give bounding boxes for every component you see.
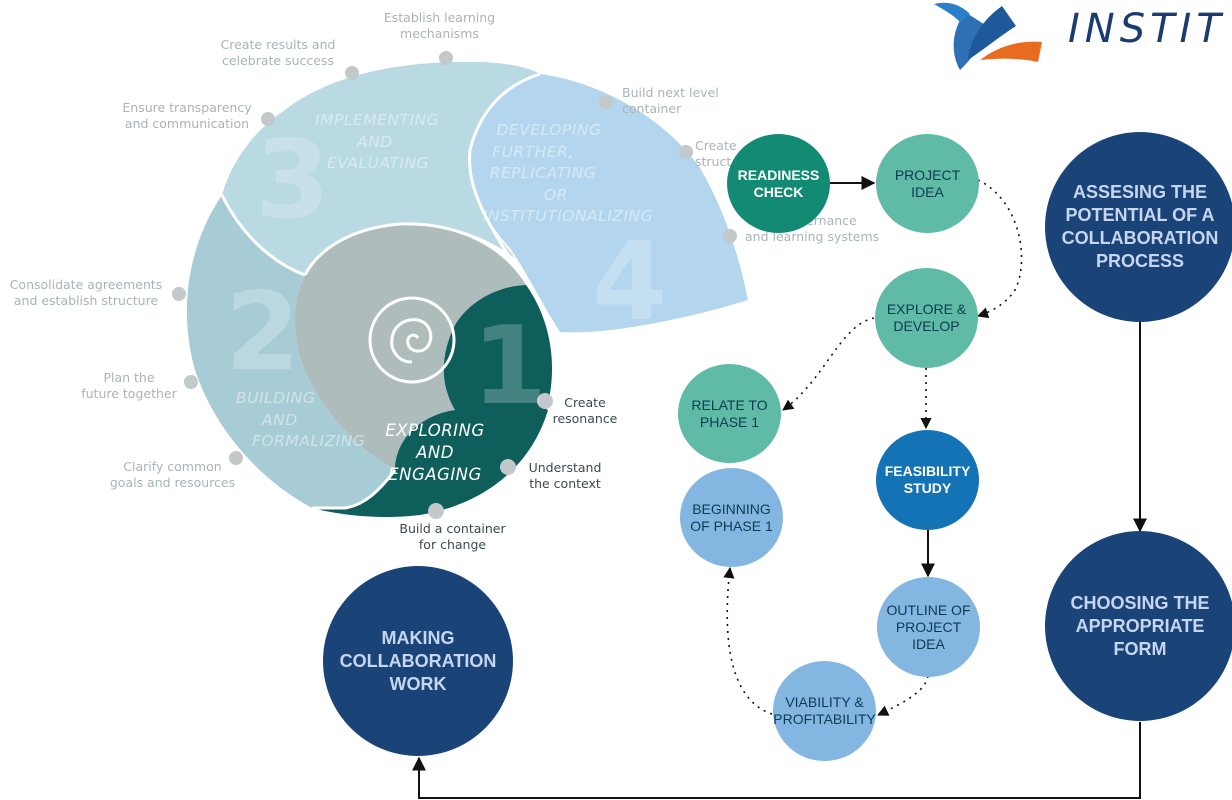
edge-idea-to-explore	[976, 179, 1023, 319]
edge-explore-to-relate	[782, 317, 875, 411]
phase-1-label: EXPLORING AND ENGAGING	[385, 421, 485, 484]
logo-petal-left	[953, 12, 990, 70]
phase-4-region	[469, 74, 748, 333]
annotation-dot-governance	[723, 229, 737, 243]
annotation-dot-build-container	[428, 503, 444, 519]
annotation-dot-establish-learning	[439, 51, 453, 65]
edge-viability-to-beginning	[723, 566, 773, 715]
institute-logo	[934, 2, 1042, 70]
annotation-dot-plan-future	[184, 375, 198, 389]
annotation-dot-create-structure	[679, 145, 693, 159]
phase-4-number: 4	[592, 220, 668, 345]
edge-choosing-to-making	[412, 722, 1141, 799]
annotation-dot-create-resonance	[537, 393, 553, 409]
edge-outline-to-viability	[876, 675, 929, 716]
phase-4-label: DEVELOPING FURTHER, REPLICATING OR INSTI…	[482, 121, 654, 225]
phase-2-label: BUILDING AND FORMALIZING	[236, 389, 366, 450]
logo-petal-mid	[968, 6, 1016, 60]
logo-petal-right	[980, 41, 1042, 62]
logo-petal-top	[934, 2, 970, 23]
annotation-dot-transparency	[261, 112, 275, 126]
node-explore-develop[interactable]: EXPLORE &DEVELOP	[875, 268, 978, 368]
inner-swirl	[390, 318, 433, 364]
phase-3-region	[222, 61, 540, 276]
annotation-dot-consolidate	[172, 287, 186, 301]
annotation-dot-clarify-goals	[229, 451, 243, 465]
spiral-core	[294, 223, 528, 470]
logo-text: INSTIT	[1068, 6, 1226, 52]
phase-3-label: IMPLEMENTING AND EVALUATING	[315, 111, 440, 172]
phase-2-number: 2	[225, 270, 301, 395]
phase-1-number: 1	[472, 304, 548, 429]
annotation-dot-understand-context	[500, 459, 516, 475]
annotation-dot-build-next-level	[599, 95, 613, 109]
phase-2-region	[186, 195, 395, 508]
phase-3-number: 3	[255, 118, 331, 243]
phase-1-region	[312, 285, 554, 518]
node-viability-profitability[interactable]: VIABILITY &PROFITABILITY	[773, 661, 876, 761]
annotation-dot-create-results	[345, 66, 359, 80]
